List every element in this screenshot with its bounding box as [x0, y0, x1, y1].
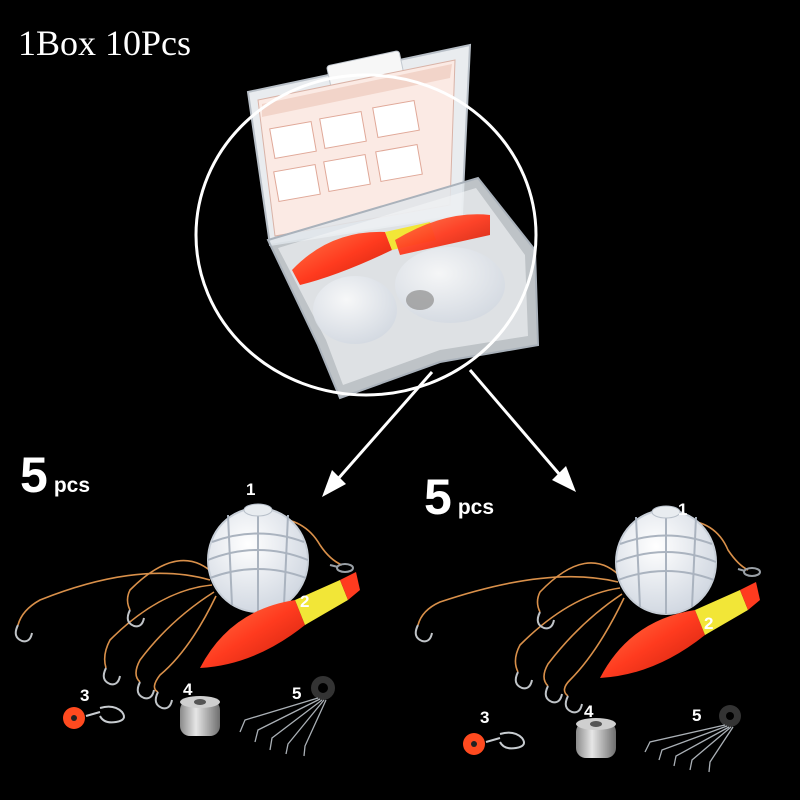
lead-sinker [180, 696, 220, 736]
quantity-unit: pcs [457, 496, 494, 519]
swivel-snap [329, 563, 354, 573]
quantity-unit: pcs [53, 474, 90, 497]
item-number-5: 5 [692, 706, 702, 725]
swivel-snap [737, 567, 761, 577]
float-stopper [239, 676, 335, 757]
item-number-5: 5 [292, 684, 302, 703]
item-number-1: 1 [678, 500, 688, 519]
lead-sinker [576, 718, 616, 758]
arrow-left [322, 371, 434, 497]
left-rig-set [14, 503, 360, 757]
float-stopper [644, 705, 741, 773]
item-number-4: 4 [584, 702, 594, 721]
instruction-card [257, 59, 456, 237]
item-number-3: 3 [480, 708, 490, 727]
bait-cage [207, 503, 309, 613]
right-rig-set [414, 505, 761, 773]
tackle-box [246, 43, 540, 400]
item-number-3: 3 [80, 686, 90, 705]
fishing-float [600, 582, 760, 678]
quantity-count: 5 [424, 469, 452, 525]
bait-cage [615, 505, 717, 615]
item-number-4: 4 [183, 680, 193, 699]
swivel-with-bead [63, 705, 125, 729]
fishing-float [200, 572, 360, 668]
arrow-right [468, 369, 576, 492]
quantity-count: 5 [20, 447, 48, 503]
highlight-circle [194, 73, 538, 397]
item-number-2: 2 [704, 614, 714, 633]
swivel-with-bead [463, 731, 525, 755]
page-title: 1Box 10Pcs [18, 23, 192, 63]
item-number-2: 2 [300, 592, 310, 611]
item-number-1: 1 [246, 480, 256, 499]
